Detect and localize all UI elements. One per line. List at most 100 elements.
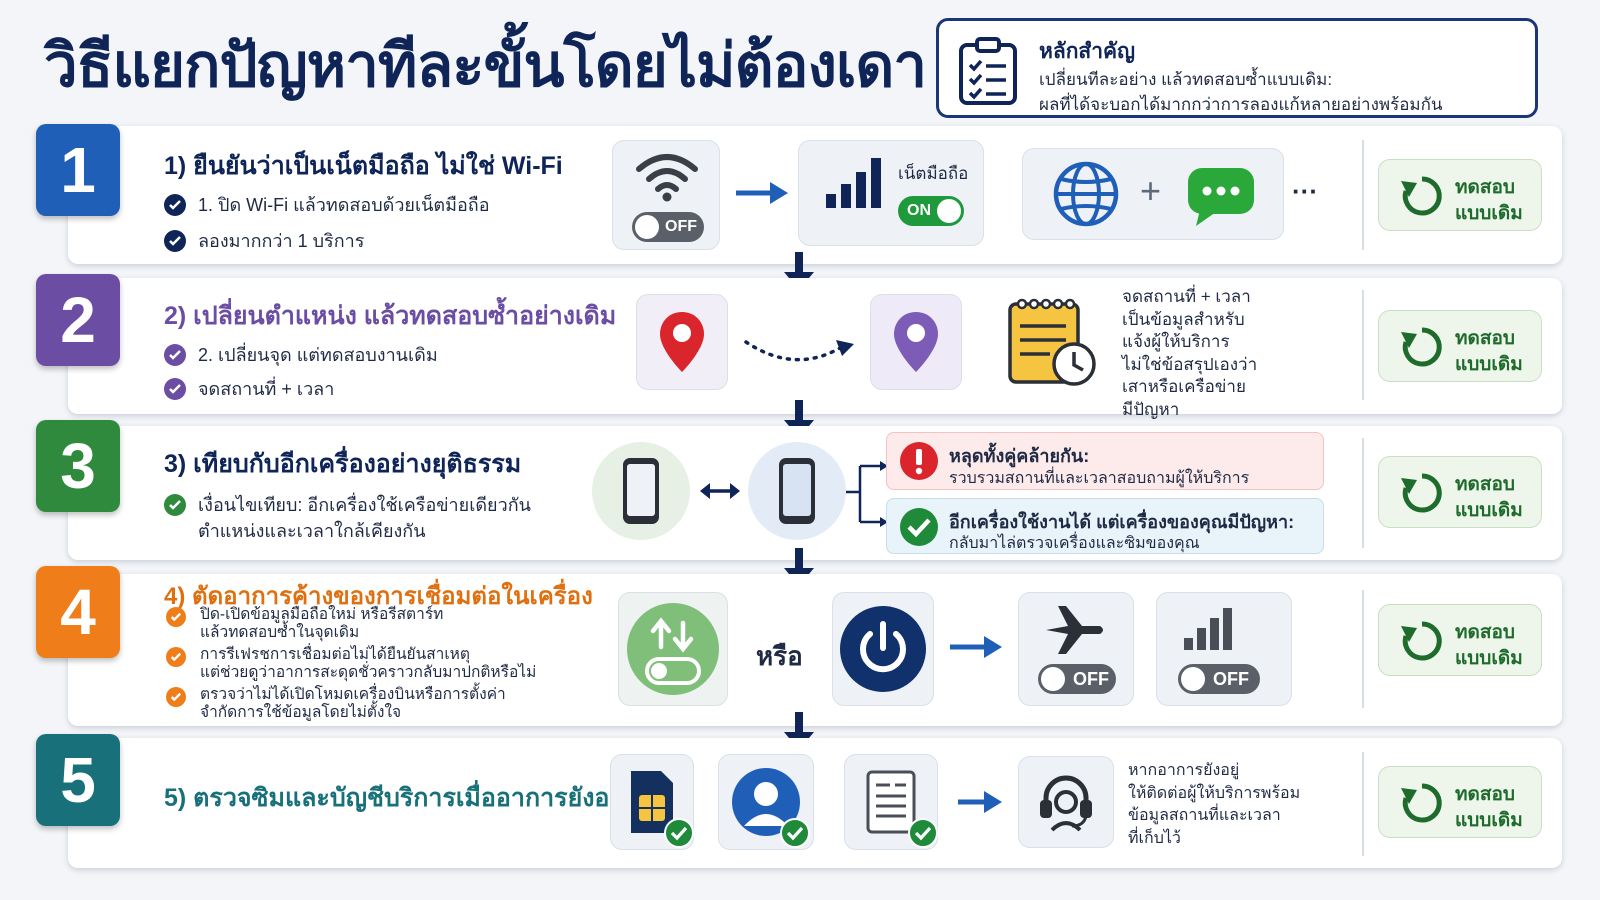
globe-icon: [1053, 161, 1119, 227]
location-b-tile: [870, 294, 962, 390]
retest-button-5[interactable]: ทดสอบ แบบเดิม: [1378, 766, 1542, 838]
note-line: เสาหรือเครือข่าย: [1122, 377, 1246, 396]
alert-icon: [900, 442, 938, 480]
check-icon: [166, 687, 186, 707]
step-4-card: [68, 574, 1562, 726]
step-4-bullet-1: ปิด-เปิดข้อมูลมือถือใหม่ หรือรีสตาร์ทแล้…: [166, 606, 443, 642]
check-badge-icon: [780, 818, 810, 848]
step-2-badge: 2: [36, 274, 120, 366]
retest-label: ทดสอบ: [1455, 177, 1515, 198]
toggle-knob: [937, 199, 961, 223]
retest-label: ทดสอบ: [1455, 328, 1515, 349]
toggle-label: ON: [907, 202, 931, 219]
ellipsis: ···: [1292, 176, 1318, 206]
check-icon: [164, 229, 186, 252]
bullet-text: ปิด-เปิดข้อมูลมือถือใหม่ หรือรีสตาร์ท: [200, 606, 444, 623]
divider: [1362, 140, 1364, 250]
step-5-card: [68, 738, 1562, 868]
key-point-line-2: ผลที่ได้จะบอกได้มากกว่าการลองแก้หลายอย่า…: [1039, 95, 1443, 114]
phone-b-tile: [748, 442, 846, 540]
arrow-right-icon: [950, 636, 1002, 658]
step-4-bullet-3: ตรวจว่าไม่ได้เปิดโหมดเครื่องบินหรือการตั…: [166, 686, 506, 722]
power-icon: [840, 606, 926, 692]
note-line: ให้ติดต่อผู้ให้บริการพร้อม: [1128, 784, 1301, 802]
power-tile: [832, 592, 934, 706]
retry-icon: [1401, 783, 1442, 823]
note-line: ที่เก็บไว้: [1128, 829, 1181, 847]
toggle-knob: [1181, 667, 1205, 691]
retest-label: ทดสอบ: [1455, 784, 1515, 805]
wifi-toggle[interactable]: OFF: [632, 212, 704, 242]
step-4-badge: 4: [36, 566, 120, 658]
branch-connector-icon: [846, 461, 888, 527]
step-2-bullet-1: 2. เปลี่ยนจุด แต่ทดสอบงานเดิม: [164, 340, 438, 369]
or-label: หรือ: [756, 641, 803, 671]
note-line: ไม่ใช่ข้อสรุปเองว่า: [1122, 354, 1258, 374]
step-4-bullet-2: การรีเฟรชการเชื่อมต่อไม่ได้ยืนยันสาเหตุแ…: [166, 646, 536, 682]
note-line: ข้อมูลสถานที่และเวลา: [1128, 807, 1281, 824]
support-tile: [1018, 756, 1114, 848]
notepad-clock-icon: [1008, 298, 1096, 386]
swap-arrow-icon: [700, 483, 740, 499]
bullet-text: จดสถานที่ + เวลา: [198, 379, 335, 399]
data-limit-toggle[interactable]: OFF: [1178, 664, 1260, 694]
retest-button-4[interactable]: ทดสอบ แบบเดิม: [1378, 604, 1542, 676]
outcome-ok-title: อีกเครื่องใช้งานได้ แต่เครื่องของคุณมีปั…: [949, 512, 1295, 532]
bullet-text: เงื่อนไขเทียบ: อีกเครื่องใช้เครือข่ายเดี…: [198, 495, 531, 515]
step-1-badge: 1: [36, 124, 120, 216]
toggle-knob: [1041, 667, 1065, 691]
retest-button-3[interactable]: ทดสอบ แบบเดิม: [1378, 456, 1542, 528]
smartphone-icon: [779, 458, 815, 524]
step-5-title: 5) ตรวจซิมและบัญชีบริการเมื่ออาการยังอยู…: [164, 784, 625, 812]
bullet-text: ตรวจว่าไม่ได้เปิดโหมดเครื่องบินหรือการตั…: [200, 686, 506, 703]
document-icon: [866, 770, 916, 834]
step-2-note: จดสถานที่ + เวลา เป็นข้อมูลสำหรับ แจ้งผู…: [1122, 286, 1257, 421]
retest-button-1[interactable]: ทดสอบ แบบเดิม: [1378, 159, 1542, 231]
phone-a-tile: [592, 442, 690, 540]
step-2-bullet-2: จดสถานที่ + เวลา: [164, 374, 334, 403]
step-3-bullet-1-cont: ตำแหน่งและเวลาใกล้เคียงกัน: [198, 521, 426, 541]
document-tile: [844, 754, 938, 850]
outcome-ok-text: กลับมาไล่ตรวจเครื่องและซิมของคุณ: [949, 535, 1200, 552]
page-title: วิธีแยกปัญหาทีละขั้นโดยไม่ต้องเดา: [44, 32, 927, 99]
step-1-title: 1) ยืนยันว่าเป็นเน็ตมือถือ ไม่ใช่ Wi-Fi: [164, 152, 563, 180]
step-5-badge: 5: [36, 734, 120, 826]
retest-label: แบบเดิม: [1455, 648, 1523, 669]
check-icon: [164, 343, 186, 366]
map-pin-purple-icon: [894, 312, 938, 372]
check-icon: [166, 607, 186, 627]
note-line: เป็นข้อมูลสำหรับ: [1122, 309, 1245, 329]
check-icon: [164, 377, 186, 400]
toggle-label: OFF: [1073, 668, 1109, 689]
bullet-text: ลองมากกว่า 1 บริการ: [198, 231, 365, 251]
toggle-label: OFF: [665, 218, 697, 235]
plus-sign: +: [1140, 170, 1162, 211]
outcome-fail-box: หลุดทั้งคู่คล้ายกัน: รวบรวมสถานที่และเวล…: [886, 432, 1324, 490]
check-icon: [166, 647, 186, 667]
retest-label: แบบเดิม: [1455, 354, 1523, 375]
signal-bars-icon: [826, 158, 881, 208]
step-1-bullet-1: 1. ปิด Wi-Fi แล้วทดสอบด้วยเน็ตมือถือ: [164, 190, 490, 219]
toggle-knob: [635, 215, 659, 239]
divider: [1362, 752, 1364, 856]
bullet-text: 1. ปิด Wi-Fi แล้วทดสอบด้วยเน็ตมือถือ: [198, 195, 490, 215]
outcome-ok-box: อีกเครื่องใช้งานได้ แต่เครื่องของคุณมีปั…: [886, 498, 1324, 554]
check-icon: [164, 193, 186, 216]
airplane-mode-toggle[interactable]: OFF: [1038, 664, 1116, 694]
note-line: จดสถานที่ + เวลา: [1122, 287, 1251, 306]
retry-icon: [1401, 473, 1442, 513]
step-5-note: หากอาการยังอยู่ ให้ติดต่อผู้ให้บริการพร้…: [1128, 760, 1300, 850]
retest-button-2[interactable]: ทดสอบ แบบเดิม: [1378, 310, 1542, 382]
step-3-title: 3) เทียบกับอีกเครื่องอย่างยุติธรรม: [164, 450, 522, 478]
divider: [1362, 438, 1364, 548]
divider: [1362, 290, 1364, 400]
retest-label: ทดสอบ: [1455, 474, 1515, 495]
step-4-title: 4) ตัดอาการค้างของการเชื่อมต่อในเครื่อง: [164, 583, 593, 610]
mobile-data-refresh-icon: [627, 603, 719, 695]
location-a-tile: [636, 294, 728, 390]
check-icon: [164, 493, 186, 516]
arrow-right-icon: [958, 791, 1002, 813]
bullet-text: การรีเฟรชการเชื่อมต่อไม่ได้ยืนยันสาเหตุ: [200, 646, 470, 663]
mobile-data-toggle[interactable]: ON: [898, 196, 964, 226]
outcome-fail-text: รวบรวมสถานที่และเวลาสอบถามผู้ให้บริการ: [949, 470, 1250, 487]
